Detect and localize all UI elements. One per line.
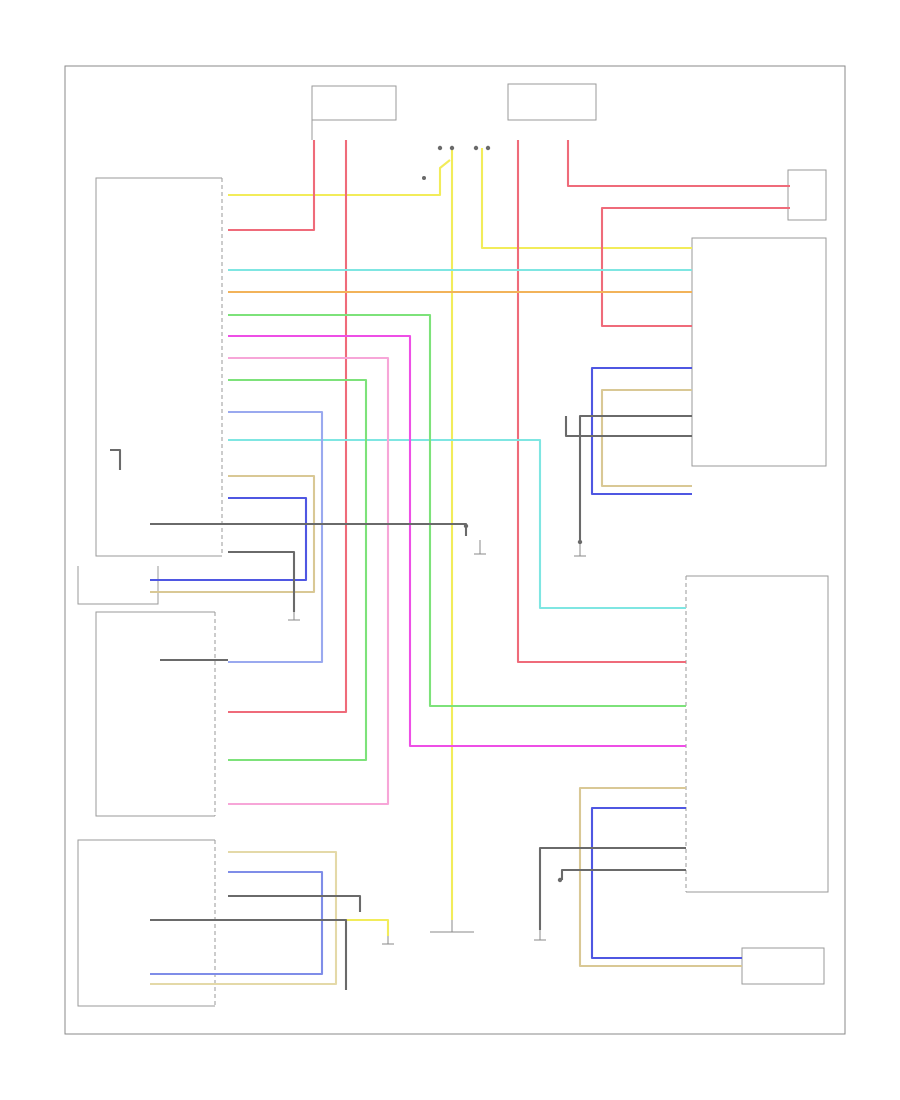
ground-symbol-center-2 [288,612,300,621]
wire-black-4 [578,414,692,540]
wire-black-10 [110,448,122,470]
wire-black-6 [560,868,686,880]
left-bottom-module-box [77,839,216,1007]
wire-green-1 [228,313,686,708]
left-mid-switch-box [77,566,159,605]
right-lower-module-box [685,575,829,893]
wire-magenta [228,334,686,748]
wire-tan-bottom-left [150,850,338,986]
ground-symbol-right-1 [574,544,586,557]
left-lower-module-box [95,611,216,817]
right-top-module-box [787,169,827,221]
wire-black-7 [228,894,362,912]
wire-lightblue [228,410,324,664]
wire-tan-left [150,474,316,594]
wire-blue-bottom-left [150,870,324,976]
top-left-connector-block [311,85,397,140]
connector-markers [422,145,583,883]
wire-yellow-to-right-module [480,148,692,250]
wire-yellow-bottom-left [340,918,390,936]
wire-cyan-2 [228,438,686,610]
ground-symbol-bottom [430,920,474,933]
ground-symbol-right-2 [534,930,546,941]
left-module-box [95,177,223,557]
wire-black-2 [228,550,296,612]
ground-symbol-center-1 [474,540,486,555]
wire-black-1 [150,522,468,536]
ground-symbol-bottom-left [382,936,394,945]
wire-tan-right-lower [578,786,742,968]
wire-red-top-right [566,140,790,188]
wire-red-right-loop [600,206,790,328]
right-upper-module-box [691,237,827,467]
top-right-connector-block [507,83,597,121]
diagram-border [64,65,846,1035]
wire-darkblue-right-lower [590,806,742,960]
wire-red-long-left [228,140,348,714]
wire-black-5 [538,846,686,930]
wire-black-8 [150,918,348,990]
wire-red-long-right [516,140,686,664]
wire-pink [228,356,390,806]
wire-darkblue-right-upper [590,366,692,496]
wire-yellow-to-left-module [228,159,451,197]
wire-black-3 [564,416,692,438]
wire-tan-right-upper [600,388,692,488]
bottom-right-switch-box [741,947,825,985]
wire-red-top-left [228,140,316,232]
wire-darkblue-left [150,496,308,582]
wire-green-2 [228,378,368,762]
